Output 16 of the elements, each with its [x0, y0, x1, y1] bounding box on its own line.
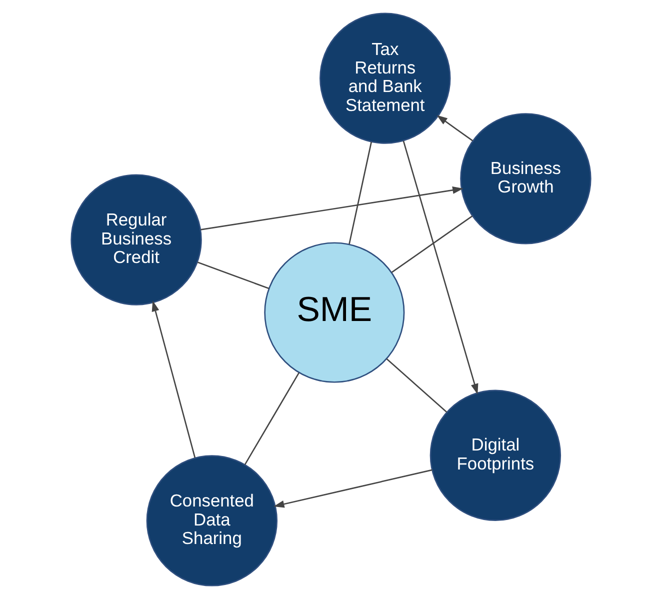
node-circle: Business Growth: [460, 113, 592, 244]
arrow: [274, 469, 432, 508]
node-circle: SME: [264, 242, 405, 383]
node-circle: Regular Business Credit: [70, 174, 202, 306]
node-circle: Digital Footprints: [430, 390, 562, 521]
connector: [348, 142, 372, 244]
arrow: [200, 186, 464, 230]
arrow: [402, 140, 478, 394]
node-circle: Tax Returns and Bank Statement: [320, 12, 451, 144]
connector: [386, 358, 448, 413]
node-circle: Consented Data Sharing: [146, 455, 278, 586]
connector: [244, 372, 300, 465]
arrow: [436, 115, 473, 142]
arrow: [152, 300, 196, 458]
connector: [197, 262, 270, 290]
connector: [391, 216, 473, 273]
